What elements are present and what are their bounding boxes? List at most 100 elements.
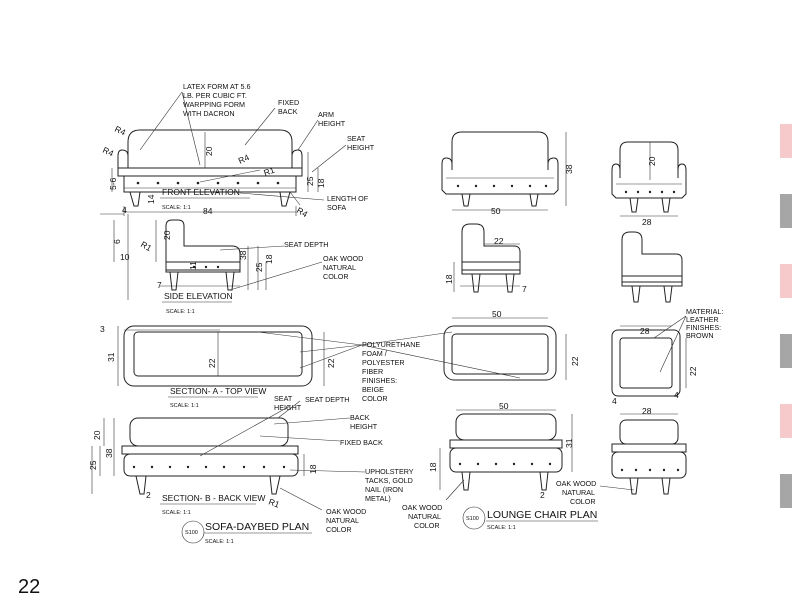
- sofa-section-b-back-view: SEAT HEIGHT SEAT DEPTH BACK HEIGHT FIXED…: [88, 394, 414, 534]
- label-section-a-scale: SCALE: 1:1: [170, 403, 199, 409]
- dim-20-rf: 20: [647, 156, 657, 166]
- note-mat-2: LEATHER: [686, 315, 719, 324]
- dim-2-lb: 2: [540, 490, 545, 500]
- note-seat-height-b-1: SEAT: [274, 394, 293, 403]
- note-seat-depth-side: SEAT DEPTH: [284, 240, 328, 249]
- label-side-scale: SCALE: 1:1: [166, 309, 195, 315]
- dim-22-top-b: 22: [326, 358, 336, 368]
- dim-r1-b: R1: [139, 239, 154, 253]
- dim-84: 84: [203, 206, 213, 216]
- dim-3: 3: [100, 324, 105, 334]
- chair2-side-view: [621, 231, 683, 303]
- note-oak-b-3: COLOR: [326, 525, 352, 534]
- dim-7-side: 7: [157, 280, 162, 290]
- dim-38-back: 38: [104, 448, 114, 458]
- note-mat-3: FINISHES:: [686, 323, 721, 332]
- dim-18-ls: 18: [444, 274, 454, 284]
- lounge-plan-scale: SCALE: 1:1: [487, 525, 516, 531]
- dim-4-rt-a: 4: [612, 396, 617, 406]
- note-back-height-1: BACK: [350, 413, 370, 422]
- note-back-height-2: HEIGHT: [350, 422, 378, 431]
- label-side-elevation: SIDE ELEVATION: [164, 291, 233, 301]
- dim-28-rb: 28: [642, 406, 652, 416]
- note-seat-height-1: SEAT: [347, 134, 366, 143]
- dim-31-lb: 31: [564, 438, 574, 448]
- chair2-top-view: 28 22 4 4 MATERIAL: LEATHER FINISHES: BR…: [611, 307, 723, 406]
- note-latex-3: WARPPING FORM: [183, 100, 245, 109]
- note-oak-b-2: NATURAL: [326, 516, 359, 525]
- lounge-plan-tag: S100: [466, 516, 479, 522]
- dim-r4-a: R4: [113, 124, 127, 138]
- lounge-back-view: 50 31 18 2 OAK WOOD NATURAL COLOR: [402, 401, 574, 530]
- note-oak-r-2: NATURAL: [562, 488, 595, 497]
- label-section-a: SECTION- A - TOP VIEW: [170, 386, 266, 396]
- note-fixed-back-1: FIXED: [278, 98, 299, 107]
- note-oak-l-1: OAK WOOD: [402, 503, 442, 512]
- note-arm-height-1: ARM: [318, 110, 334, 119]
- note-mat-4: BROWN: [686, 331, 714, 340]
- note-oak-l-2: NATURAL: [408, 512, 441, 521]
- dim-2-back: 2: [146, 490, 151, 500]
- sofa-side-elevation: SEAT DEPTH OAK WOOD NATURAL COLOR 6 10 R…: [112, 214, 363, 315]
- lounge-side-view: 22 18 7: [444, 223, 527, 294]
- side-tabs: [780, 124, 792, 508]
- lounge-top-view: 50 22: [443, 309, 580, 381]
- note-uph-4: METAL): [365, 494, 391, 503]
- label-front-elevation: FRONT ELEVATION: [162, 187, 240, 197]
- note-poly-4: FIBER: [362, 367, 383, 376]
- note-poly-6: BEIGE: [362, 385, 384, 394]
- dim-r1-a: R1: [262, 165, 276, 178]
- dim-22-top-a: 22: [207, 358, 217, 368]
- sofa-plan-title-block: S100 SOFA-DAYBED PLAN SCALE: 1:1: [181, 520, 312, 545]
- sofa-front-elevation: LATEX FORM AT 5.6 LB. PER CUBIC FT. WARP…: [100, 82, 375, 219]
- lounge-front-view: 38 50: [441, 131, 574, 216]
- note-uph-2: TACKS, GOLD: [365, 476, 413, 485]
- note-oak-r-3: COLOR: [570, 497, 596, 506]
- note-poly-2: FOAM /: [362, 349, 387, 358]
- dim-18-lb: 18: [428, 462, 438, 472]
- label-front-scale: SCALE: 1:1: [162, 205, 191, 211]
- note-poly-1: POLYURETHANE: [362, 340, 420, 349]
- dim-18-side: 18: [264, 254, 274, 264]
- dim-r4-c: R4: [237, 152, 251, 166]
- note-oak-side-1: OAK WOOD: [323, 254, 363, 263]
- dim-4-rt-b: 4: [674, 390, 679, 400]
- note-length-sofa-2: SOFA: [327, 203, 346, 212]
- dim-20-back: 20: [92, 430, 102, 440]
- dim-r1-c: R1: [267, 496, 281, 509]
- side-tab-4: [780, 334, 792, 368]
- dim-14: 14: [146, 194, 156, 204]
- lounge-plan-title-block: S100 LOUNGE CHAIR PLAN SCALE: 1:1: [462, 506, 598, 531]
- dim-25-back: 25: [88, 460, 98, 470]
- side-tab-3: [780, 264, 792, 298]
- dim-28-rt: 28: [640, 326, 650, 336]
- dim-50-lf: 50: [491, 206, 501, 216]
- note-mat-1: MATERIAL:: [686, 307, 723, 316]
- note-fixed-back-b: FIXED BACK: [340, 438, 383, 447]
- sofa-plan-tag: S100: [185, 530, 198, 536]
- note-oak-r-1: OAK WOOD: [556, 479, 596, 488]
- label-section-b-scale: SCALE: 1:1: [162, 510, 191, 516]
- side-tab-1: [780, 124, 792, 158]
- dim-50-lt: 50: [492, 309, 502, 319]
- note-seat-height-b-2: HEIGHT: [274, 403, 302, 412]
- note-latex-1: LATEX FORM AT 5.6: [183, 82, 251, 91]
- chair2-back-view: 28 OAK WOOD NATURAL COLOR: [556, 406, 687, 506]
- dim-10: 10: [120, 252, 130, 262]
- note-oak-side-3: COLOR: [323, 272, 349, 281]
- side-tab-5: [780, 404, 792, 438]
- dim-22-ls: 22: [494, 236, 504, 246]
- dim-38-lf: 38: [564, 164, 574, 174]
- dim-20-front: 20: [204, 146, 214, 156]
- dim-20-side: 20: [162, 230, 172, 240]
- note-poly-5: FINISHES:: [362, 376, 397, 385]
- note-arm-height-2: HEIGHT: [318, 119, 346, 128]
- sofa-section-a-top-view: 3 31 22 22 POLYURETHANE FOAM / POLYESTER…: [100, 324, 521, 409]
- dim-11: 11: [188, 261, 198, 270]
- dim-31-top: 31: [106, 352, 116, 362]
- dim-4: 4: [122, 205, 127, 215]
- side-tab-6: [780, 474, 792, 508]
- note-latex-4: WITH DACRON: [183, 109, 235, 118]
